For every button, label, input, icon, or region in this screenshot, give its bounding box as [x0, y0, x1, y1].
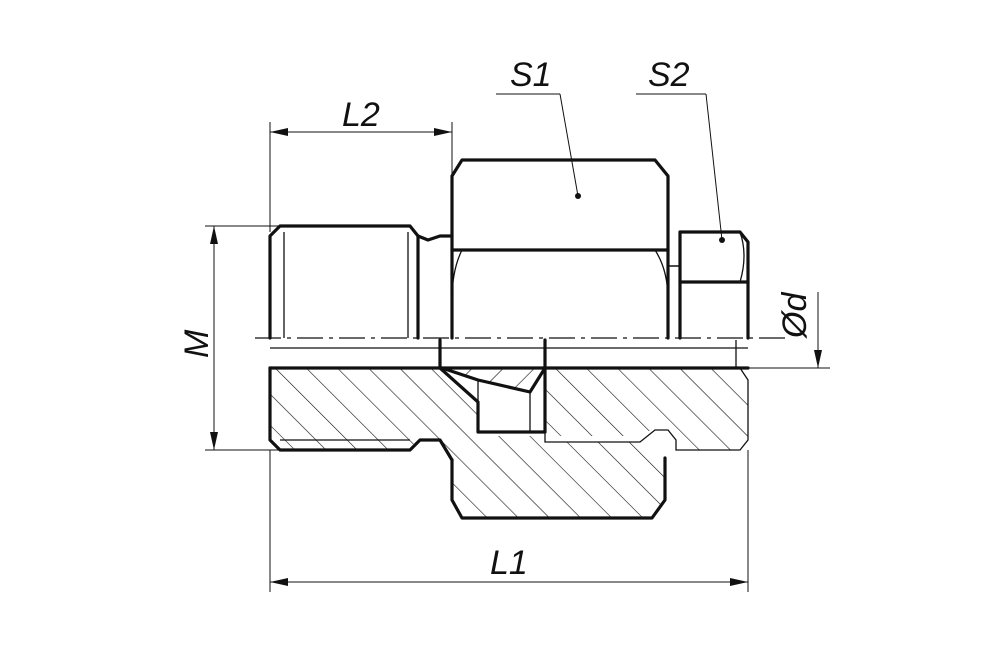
label-od: Ød [776, 292, 814, 339]
section-outlines [268, 338, 750, 520]
label-l2: L2 [342, 96, 380, 134]
label-s1: S1 [510, 56, 552, 94]
label-l1: L1 [490, 544, 528, 582]
label-m: M [178, 329, 216, 358]
dimensions [205, 93, 830, 592]
nut-section [545, 368, 748, 450]
hex-nut-upper [678, 230, 750, 340]
body-section-left [270, 368, 478, 450]
body-section-hex [420, 432, 665, 518]
label-s2: S2 [648, 56, 690, 94]
cutting-ring-section [442, 368, 545, 392]
section-hatching [270, 368, 748, 518]
external-view [268, 158, 750, 340]
thread-end-upper [268, 224, 454, 340]
